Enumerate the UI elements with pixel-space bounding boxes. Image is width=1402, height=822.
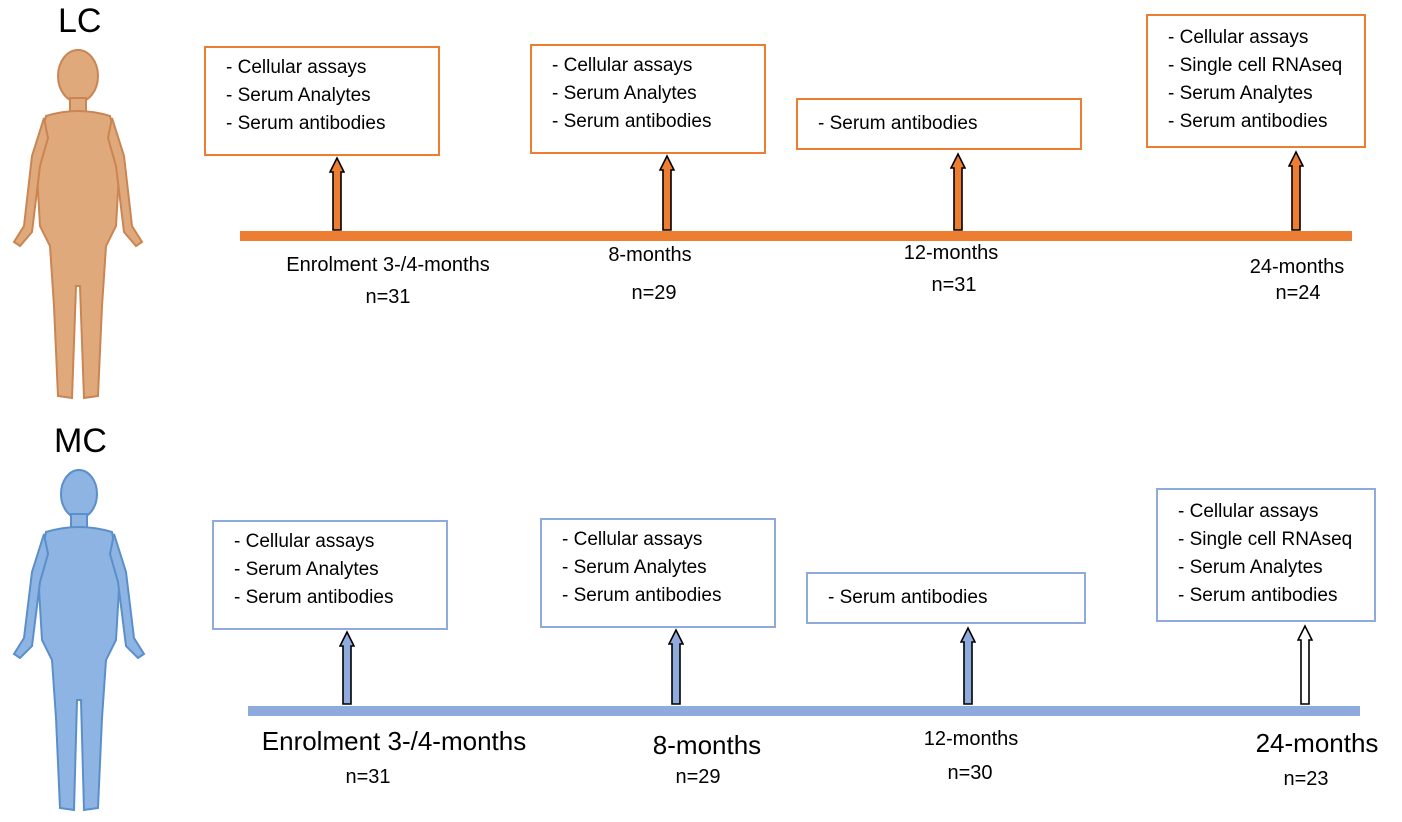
assay-item: - Single cell RNAseq [1168,55,1343,76]
sample-size: n=31 [365,286,411,308]
timepoint-label: 12-months [923,728,1019,750]
assay-item: - Serum antibodies [552,111,712,132]
assay-item: - Serum Analytes [234,559,379,580]
assay-box-lc-enrolment: - Cellular assays - Serum Analytes - Ser… [204,46,440,156]
up-arrow-icon [659,154,675,231]
sample-size: n=31 [931,274,977,296]
timepoint-label: 12-months [903,242,999,264]
assay-item: - Cellular assays [562,529,703,550]
assay-item: - Cellular assays [234,531,375,552]
sample-size: n=23 [1283,768,1329,790]
human-figure-icon-mc [12,469,146,812]
sample-size: n=24 [1275,282,1321,304]
timepoint-label: 8-months [608,244,692,266]
assay-item: - Serum antibodies [1178,585,1338,606]
assay-item: - Serum antibodies [828,587,988,608]
cohort-label-mc: MC [54,422,107,460]
timeline-lc [240,231,1352,241]
assay-box-lc-24months: - Cellular assays - Single cell RNAseq -… [1146,14,1366,148]
up-arrow-icon [960,626,976,705]
assay-item: - Serum Analytes [226,85,371,106]
assay-item: - Serum antibodies [818,113,978,134]
assay-item: - Cellular assays [226,57,367,78]
assay-item: - Serum Analytes [552,83,697,104]
up-arrow-icon [329,156,345,231]
up-arrow-icon [950,152,966,231]
assay-box-mc-8months: - Cellular assays - Serum Analytes - Ser… [540,518,776,628]
cohort-label-lc: LC [58,2,102,40]
sample-size: n=29 [675,766,721,788]
timeline-mc [248,706,1360,716]
up-arrow-icon [1297,624,1313,705]
assay-box-mc-24months: - Cellular assays - Single cell RNAseq -… [1156,488,1376,622]
timepoint-label: 24-months [1249,256,1345,278]
up-arrow-icon [668,628,684,705]
assay-box-lc-8months: - Cellular assays - Serum Analytes - Ser… [530,44,766,154]
timepoint-label: 24-months [1255,728,1379,758]
sample-size: n=31 [345,766,391,788]
assay-item: - Single cell RNAseq [1178,529,1353,550]
sample-size: n=29 [631,282,677,304]
up-arrow-icon [339,630,355,705]
assay-item: - Cellular assays [552,55,693,76]
assay-item: - Serum antibodies [226,113,386,134]
sample-size: n=30 [947,762,993,784]
timepoint-label: Enrolment 3-/4-months [286,254,490,276]
up-arrow-icon [1288,150,1304,231]
assay-item: - Serum Analytes [1168,83,1313,104]
assay-item: - Cellular assays [1168,27,1309,48]
assay-item: - Serum Analytes [562,557,707,578]
timepoint-label: Enrolment 3-/4-months [261,726,527,756]
assay-box-mc-12months: - Serum antibodies [806,572,1086,624]
human-figure-icon-lc [12,49,144,400]
assay-item: - Serum antibodies [1168,111,1328,132]
assay-item: - Serum antibodies [234,587,394,608]
assay-item: - Cellular assays [1178,501,1319,522]
assay-item: - Serum Analytes [1178,557,1323,578]
assay-item: - Serum antibodies [562,585,722,606]
assay-box-lc-12months: - Serum antibodies [796,98,1082,150]
assay-box-mc-enrolment: - Cellular assays - Serum Analytes - Ser… [212,520,448,630]
timepoint-label: 8-months [652,730,762,760]
